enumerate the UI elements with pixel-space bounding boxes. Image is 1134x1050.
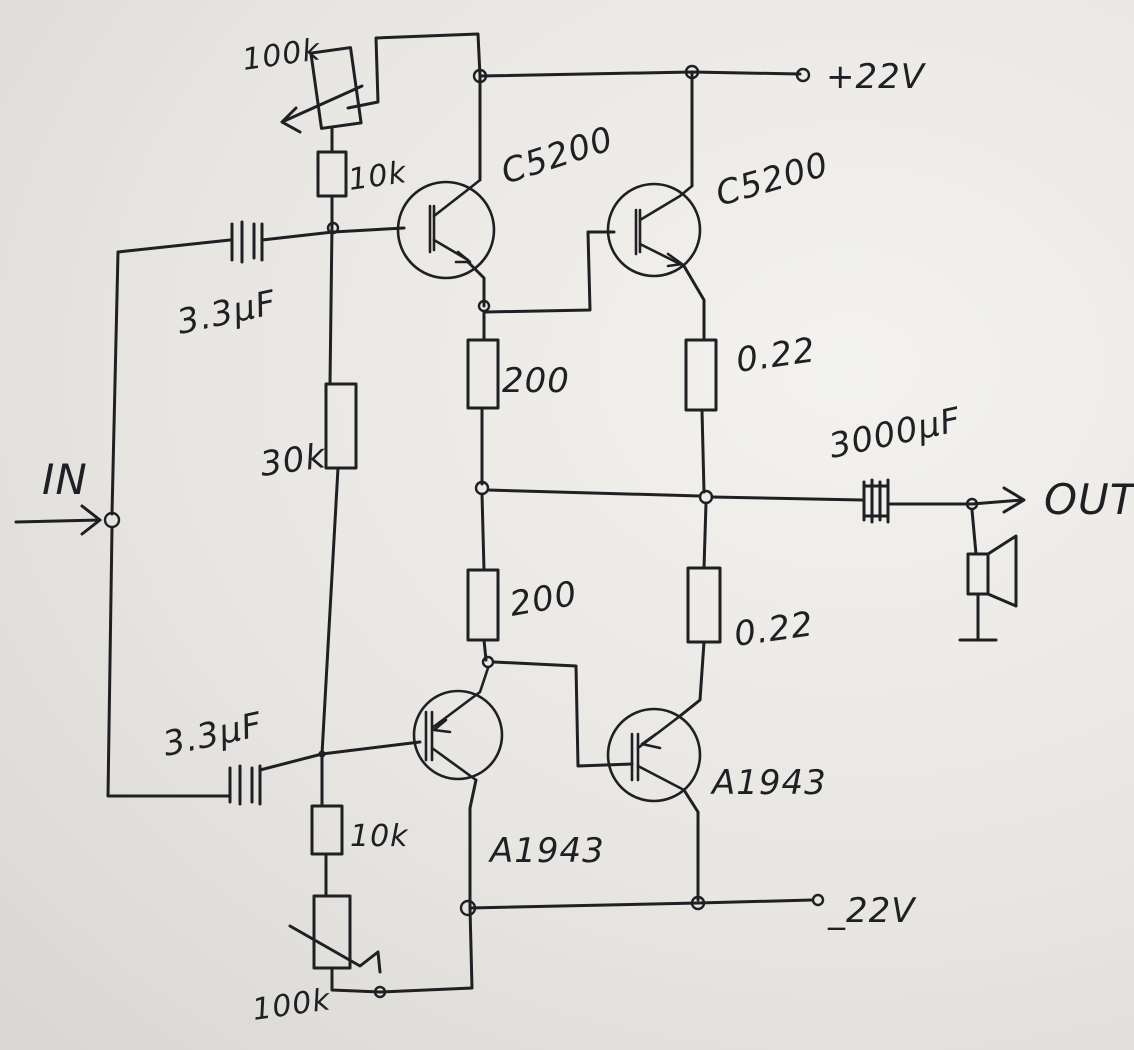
bottom-trimmer-node — [373, 985, 387, 999]
output-node-wire — [700, 408, 706, 494]
label-trim-bottom: 100k — [250, 982, 333, 1028]
label-emitter-top: 200 — [502, 361, 570, 401]
top-trimmer-arrow — [280, 84, 364, 134]
output-node-to-022-bottom — [702, 501, 708, 570]
cap-out-in-wire — [710, 495, 864, 502]
q1-to-q2-base-wire — [484, 230, 616, 314]
resistor-200-bottom — [466, 568, 500, 642]
label-q3: A1943 — [488, 831, 605, 871]
cap-in-bottom-plates — [228, 764, 262, 806]
ground-icon — [958, 592, 998, 642]
output-wire — [888, 498, 1024, 506]
label-q1: C5200 — [496, 119, 618, 193]
q3-collector-wire — [468, 778, 478, 910]
mid-node-to-200-bottom — [480, 492, 486, 572]
resistor-022-bottom — [686, 566, 722, 644]
top-trimmer-body — [309, 46, 363, 130]
input-split-wire — [106, 238, 232, 798]
negative-supply-terminal — [811, 893, 825, 907]
q3-emitter-node — [481, 655, 495, 669]
q4-collector-wire — [682, 788, 700, 902]
q1-collector-node — [472, 68, 488, 84]
transistor-q2-symbol — [606, 182, 702, 278]
q3-to-q4-base-wire — [492, 660, 634, 768]
output-arrow — [1002, 486, 1026, 514]
cap-in-top-out-wire — [260, 226, 406, 242]
output-node — [698, 489, 714, 505]
cap-in-top-plates — [230, 220, 264, 264]
label-cap-in-bottom: 3.3µF — [160, 705, 266, 765]
positive-rail-wire — [478, 70, 802, 78]
label-r-top: 10k — [346, 155, 409, 198]
transistor-q1-symbol — [396, 178, 496, 280]
resistor-10k-top — [316, 150, 348, 198]
resistor-022-top — [684, 338, 718, 412]
q3-collector-node — [459, 899, 477, 917]
transistor-q4-symbol — [606, 707, 702, 803]
label-output: OUT — [1044, 475, 1134, 524]
label-input: IN — [42, 455, 88, 504]
label-sense-top: 0.22 — [734, 330, 818, 381]
mid-node-bridge — [486, 488, 702, 498]
resistor-30k — [324, 382, 358, 470]
top-trimmer-wire — [346, 32, 482, 110]
cap-in-bottom-out-wire — [258, 740, 422, 772]
label-trim-top: 100k — [240, 32, 323, 78]
q2-collector-node — [684, 64, 700, 80]
resistor-10k-bottom — [310, 804, 344, 856]
q1-emitter-wire — [466, 260, 486, 308]
q2-emitter-wire — [682, 264, 706, 342]
label-q4: A1943 — [710, 763, 827, 803]
bias-divider-wire — [328, 194, 334, 386]
resistor-200-top — [466, 338, 500, 410]
label-sense-bottom: 0.22 — [732, 604, 816, 655]
bottom-trimmer-return-wire — [330, 906, 474, 994]
bias-node-bottom — [318, 750, 326, 758]
label-r-mid: 30k — [258, 436, 329, 485]
label-positive-supply: +22V — [826, 57, 927, 97]
speaker-feed-wire — [970, 508, 978, 556]
positive-supply-terminal — [795, 67, 811, 83]
label-cap-out: 3000µF — [826, 400, 965, 467]
label-negative-supply: _22V — [827, 891, 917, 931]
input-arrow — [14, 504, 102, 536]
label-emitter-bottom: 200 — [507, 574, 581, 625]
q4-collector-node — [690, 895, 706, 911]
cap-out-plates — [862, 478, 890, 524]
transistor-q3-symbol — [412, 666, 504, 782]
label-cap-in-top: 3.3µF — [174, 283, 280, 343]
bottom-trimmer-arrow — [288, 924, 382, 974]
label-q2: C5200 — [711, 144, 833, 214]
q4-emitter-wire — [678, 640, 706, 718]
negative-rail-wire — [468, 898, 814, 910]
label-r-bottom: 10k — [350, 819, 409, 854]
